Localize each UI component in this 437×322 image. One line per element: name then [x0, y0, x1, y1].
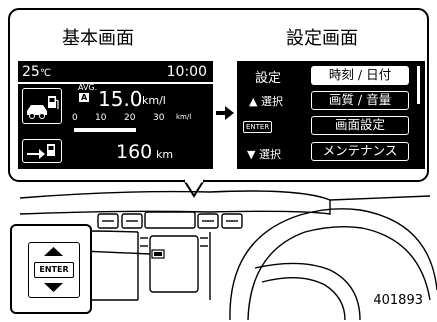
temperature-value: 25	[22, 64, 40, 80]
range-value: 160	[116, 141, 153, 163]
fuel-scale: 0 10 20 30 km/l	[72, 113, 192, 129]
menu-item-picture-volume[interactable]: 画質 / 音量	[311, 91, 409, 110]
avg-label: AVG.	[78, 83, 98, 92]
fuel-bar	[74, 128, 136, 132]
scale-label: 0	[72, 113, 78, 123]
controller-switch[interactable]: ENTER	[28, 242, 80, 298]
menu-item-screen-settings[interactable]: 画面設定	[311, 116, 409, 135]
scale-label: 10	[95, 113, 107, 123]
clock: 10:00	[166, 64, 207, 80]
enter-label: ENTER	[243, 121, 273, 133]
figure-id: 401893	[373, 293, 423, 308]
basic-screen-title: 基本画面	[62, 28, 134, 49]
down-arrow-icon	[44, 283, 63, 292]
basic-screen: 25℃ 10:00 AVG. A 15.0 km/l 0 10 20 30 km…	[18, 61, 213, 169]
scale-label: 30	[153, 113, 165, 123]
up-select-label: ▲ 選択	[249, 95, 283, 108]
scale-label: 20	[124, 113, 136, 123]
arrow-icon	[216, 106, 234, 120]
range-unit: km	[156, 148, 174, 161]
menu-item-maintenance[interactable]: メンテナンス	[311, 142, 409, 161]
avg-marker: A	[79, 93, 90, 102]
down-select-label: ▼ 選択	[247, 148, 281, 161]
fuel-economy-icon	[22, 88, 62, 124]
fuel-economy-value: 15.0	[98, 87, 143, 111]
menu-item-time-date[interactable]: 時刻 / 日付	[311, 66, 409, 85]
temperature-unit: ℃	[39, 68, 52, 79]
range-icon	[22, 139, 62, 163]
settings-header: 設定	[255, 71, 282, 86]
enter-button-label[interactable]: ENTER	[34, 262, 74, 278]
controller-callout: ENTER	[10, 224, 92, 314]
settings-screen: 設定 ▲ 選択 ENTER ▼ 選択 時刻 / 日付 画質 / 音量 画面設定 …	[237, 61, 425, 169]
settings-screen-title: 設定画面	[286, 28, 358, 49]
scrollbar[interactable]	[417, 66, 420, 104]
scale-unit: km/l	[176, 113, 192, 121]
up-arrow-icon	[44, 247, 63, 256]
fuel-economy-unit: km/l	[142, 94, 166, 107]
top-divider	[18, 82, 213, 84]
